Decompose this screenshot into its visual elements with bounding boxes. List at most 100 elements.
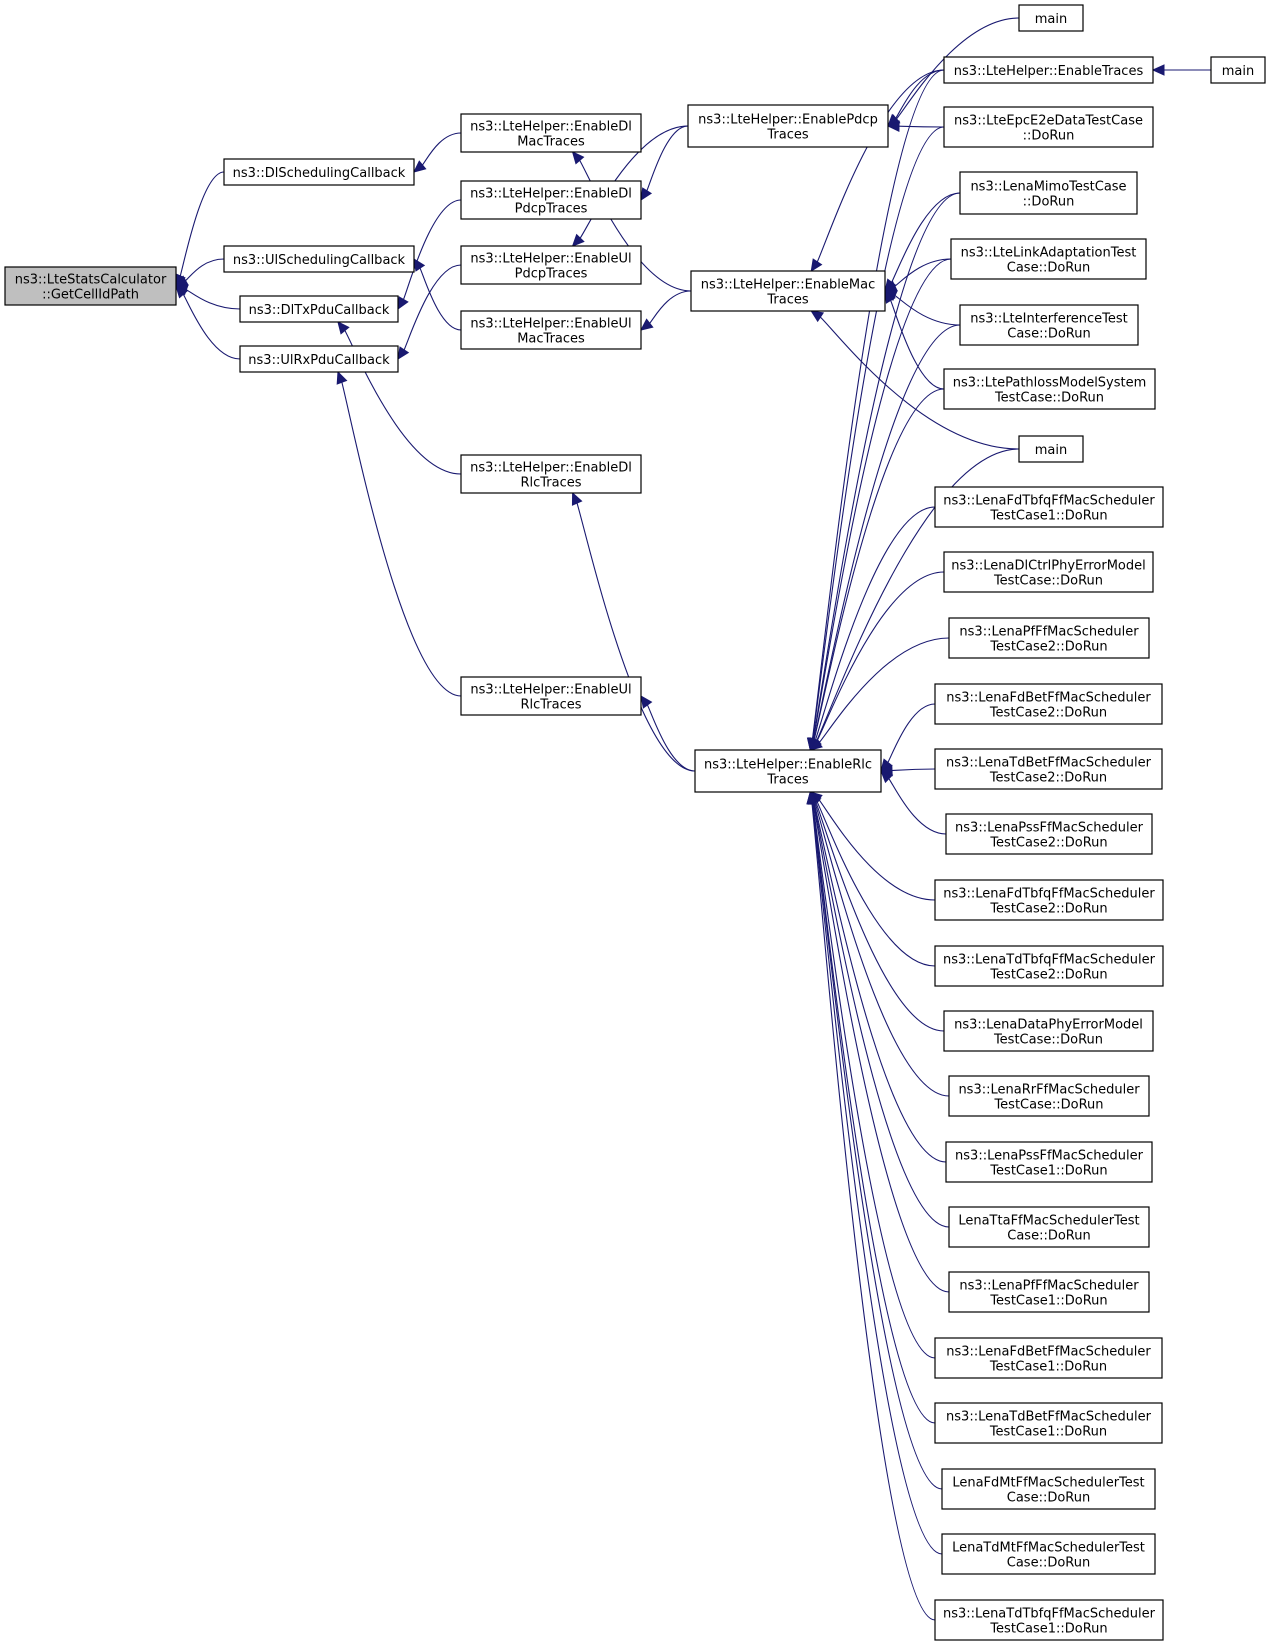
node-label-line: ns3::LteHelper::EnableDl (470, 187, 632, 202)
node-box (948, 1206, 1150, 1248)
node-pathloss[interactable]: ns3::LtePathlossModelSystemTestCase::DoR… (943, 368, 1156, 410)
node-box (460, 676, 642, 716)
node-tdtbfq1[interactable]: ns3::LenaTdTbfqFfMacSchedulerTestCase1::… (934, 1599, 1164, 1641)
nodes-layer: ns3::LteStatsCalculator::GetCellIdPathns… (4, 4, 1266, 1641)
node-epce2e[interactable]: ns3::LteEpcE2eDataTestCase::DoRun (943, 106, 1154, 148)
node-label-line: Case::DoRun (1007, 261, 1090, 276)
edge-main1-to-enablepdcp (896, 17, 1020, 120)
node-label-line: ns3::LteHelper::EnableDl (470, 120, 632, 135)
node-box (934, 1599, 1164, 1641)
node-label-line: ns3::LteHelper::EnableDl (470, 461, 632, 476)
node-fdbet1[interactable]: ns3::LenaFdBetFfMacSchedulerTestCase1::D… (934, 1337, 1163, 1379)
edge-pss1-to-enablerlc (813, 802, 947, 1163)
node-ulrxpdu[interactable]: ns3::UlRxPduCallback (239, 345, 399, 373)
edge-enabletraces-to-enablemac (816, 69, 945, 263)
edge-mimo-to-enablerlc (812, 192, 961, 740)
node-tdbet2[interactable]: ns3::LenaTdBetFfMacSchedulerTestCase2::D… (934, 748, 1163, 790)
node-box (959, 171, 1138, 215)
edge-dltxpdu-to-getcellidpath (186, 289, 241, 310)
node-dlctrlphy[interactable]: ns3::LenaDlCtrlPhyErrorModelTestCase::Do… (943, 551, 1154, 593)
node-main1[interactable]: main (1018, 4, 1084, 32)
node-box (934, 486, 1164, 528)
node-box (934, 945, 1164, 987)
node-pss1[interactable]: ns3::LenaPssFfMacSchedulerTestCase1::DoR… (945, 1141, 1153, 1183)
edge-ulrxpdu-to-getcellidpath (182, 293, 241, 360)
node-box (959, 304, 1139, 346)
node-tdtbfq2[interactable]: ns3::LenaTdTbfqFfMacSchedulerTestCase2::… (934, 945, 1164, 987)
node-pf1[interactable]: ns3::LenaPfFfMacSchedulerTestCase1::DoRu… (948, 1271, 1150, 1313)
node-box (1018, 435, 1084, 463)
node-box (943, 56, 1154, 84)
node-label-line: ns3::LteLinkAdaptationTest (961, 246, 1137, 261)
node-label-line: ns3::LenaFdTbfqFfMacScheduler (943, 887, 1155, 902)
node-label-line: ::DoRun (1023, 195, 1075, 210)
node-main2[interactable]: main (1210, 56, 1266, 84)
node-label-line: TestCase1::DoRun (989, 1425, 1107, 1440)
node-getcellidpath[interactable]: ns3::LteStatsCalculator::GetCellIdPath (4, 266, 177, 306)
node-label-line: main (1035, 12, 1067, 27)
node-pf2[interactable]: ns3::LenaPfFfMacSchedulerTestCase2::DoRu… (948, 617, 1150, 659)
node-box (1210, 56, 1266, 84)
edge-tdtbfq2-to-enablerlc (816, 800, 936, 967)
node-label-line: ns3::LenaDlCtrlPhyErrorModel (951, 559, 1146, 574)
edge-enablepdcp-to-enableulpdcp (579, 125, 689, 239)
arrowhead-enablemac (884, 289, 896, 304)
node-dltxpdu[interactable]: ns3::DlTxPduCallback (239, 295, 399, 323)
node-box (943, 551, 1154, 593)
node-label-line: ns3::LteInterferenceTest (970, 312, 1128, 327)
edge-linkadapt-to-enablerlc (812, 258, 952, 740)
node-label-line: ns3::LteHelper::EnableUl (470, 317, 631, 332)
edge-pathloss-to-enablemac (890, 300, 945, 390)
edge-tdbet2-to-enablerlc (891, 768, 936, 772)
node-ulsched[interactable]: ns3::UlSchedulingCallback (223, 245, 415, 273)
node-tdbet1[interactable]: ns3::LenaTdBetFfMacSchedulerTestCase1::D… (934, 1402, 1163, 1444)
node-fdtbfq1[interactable]: ns3::LenaFdTbfqFfMacSchedulerTestCase1::… (934, 486, 1164, 528)
arrowhead-enabledlrlc (571, 491, 583, 506)
edge-epce2e-to-enablerlc (812, 126, 945, 740)
node-mimo[interactable]: ns3::LenaMimoTestCase::DoRun (959, 171, 1138, 215)
node-label-line: ns3::LenaPfFfMacScheduler (959, 1279, 1139, 1294)
node-fdtbfq2[interactable]: ns3::LenaFdTbfqFfMacSchedulerTestCase2::… (934, 879, 1164, 921)
node-label-line: TestCase1::DoRun (989, 509, 1107, 524)
node-label-line: ns3::LteStatsCalculator (15, 273, 167, 288)
node-label-line: ns3::LenaFdBetFfMacScheduler (946, 1345, 1151, 1360)
node-label-line: TestCase2::DoRun (989, 771, 1107, 786)
edge-fdbet2-to-enablerlc (887, 703, 936, 763)
node-pss2[interactable]: ns3::LenaPssFfMacSchedulerTestCase2::DoR… (945, 813, 1153, 855)
arrowhead-dltxpdu (337, 321, 350, 335)
arrowhead-getcellidpath (175, 285, 188, 299)
node-label-line: TestCase1::DoRun (989, 1360, 1107, 1375)
node-box (950, 238, 1147, 280)
node-label-line: main (1222, 64, 1254, 79)
arrowhead-enablepdcp (886, 120, 900, 132)
node-label-line: Case::DoRun (1007, 327, 1090, 342)
edge-enablemac-to-enabledlmac (579, 160, 692, 292)
arrowhead-ulsched (413, 257, 426, 272)
edge-fdbet1-to-enablerlc (812, 802, 936, 1359)
node-box (934, 748, 1163, 790)
node-main3[interactable]: main (1018, 435, 1084, 463)
edge-dataphy-to-enablerlc (815, 801, 945, 1032)
node-enabletraces[interactable]: ns3::LteHelper::EnableTraces (943, 56, 1154, 84)
node-dlsched[interactable]: ns3::DlSchedulingCallback (223, 158, 415, 186)
node-fdbet2[interactable]: ns3::LenaFdBetFfMacSchedulerTestCase2::D… (934, 683, 1163, 725)
node-label-line: ns3::LenaTdBetFfMacScheduler (946, 756, 1152, 771)
node-box (934, 1337, 1163, 1379)
node-dataphy[interactable]: ns3::LenaDataPhyErrorModelTestCase::DoRu… (943, 1010, 1154, 1052)
edge-main3-to-enablerlc (816, 448, 1020, 742)
